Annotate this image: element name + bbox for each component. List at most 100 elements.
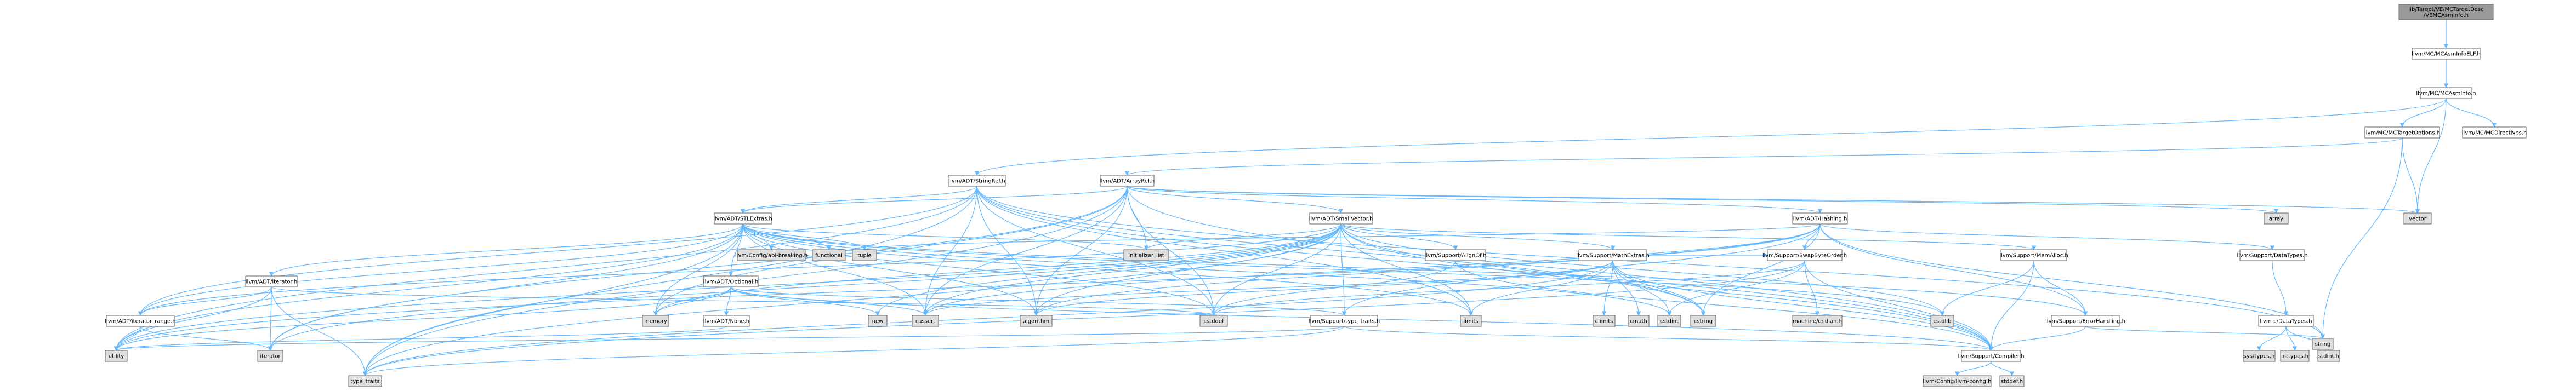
node-initializer_list: initializer_list <box>1123 249 1169 261</box>
edge-stringref-to-cstring <box>976 186 1706 316</box>
node-mcdirectives[interactable]: llvm/MC/MCDirectives.h <box>2462 127 2527 139</box>
edge-mathextras-to-limits <box>1468 260 1613 316</box>
edge-compiler-to-stddef_h <box>1991 361 2015 376</box>
node-machine_endian: machine/endian.h <box>1792 315 1843 327</box>
edge-hashing-to-tuple <box>862 223 1821 250</box>
node-label: limits <box>1463 319 1478 325</box>
node-stringref[interactable]: llvm/ADT/StringRef.h <box>948 175 1006 187</box>
node-mcasminfo[interactable]: llvm/MC/MCAsmInfo.h <box>2416 87 2476 99</box>
node-tuple: tuple <box>852 249 877 261</box>
node-cstddef: cstddef <box>1199 315 1228 327</box>
edge-errorhandling-to-string <box>2085 326 2325 339</box>
edge-mcasminfo-to-mcdirectives <box>2446 98 2497 128</box>
node-stddef_h: stddef.h <box>1999 375 2025 387</box>
node-label: llvm/Config/llvm-config.h <box>1923 379 1992 385</box>
node-label: cstdint <box>1660 319 1679 325</box>
node-label: vector <box>2409 216 2427 222</box>
node-label: cstdlib <box>1934 319 1952 325</box>
edge-mctargetoptions-to-vector <box>2402 137 2420 214</box>
edge-mathextras-to-cstdint <box>1612 260 1672 316</box>
edge-hashing-to-errorhandling <box>1819 223 2088 316</box>
edge-mathextras-to-climits <box>1601 260 1613 316</box>
edge-hashing-to-datatypes <box>1819 223 2274 250</box>
edge-arrayref-to-vector <box>1127 186 2420 214</box>
edge-iterator-to-type_traits <box>271 286 368 376</box>
node-datatypes[interactable]: llvm/Support/DataTypes.h <box>2237 249 2308 261</box>
node-type_traits: type_traits <box>348 375 382 387</box>
node-label: llvm-c/DataTypes.h <box>2260 319 2312 325</box>
edge-swapbyteorder-to-cstddef <box>1211 260 1805 316</box>
node-smallvector[interactable]: llvm/ADT/SmallVector.h <box>1309 212 1373 225</box>
edge-smallvector-to-algorithm <box>1033 223 1341 316</box>
node-label: llvm/ADT/SmallVector.h <box>1309 216 1373 222</box>
edge-iterator-to-cstddef <box>271 286 1216 316</box>
node-label: llvm/MC/MCAsmInfoELF.h <box>2412 51 2480 58</box>
edge-stlextras-to-cassert <box>742 223 928 316</box>
edge-optional-to-utility <box>113 286 731 351</box>
node-compiler[interactable]: llvm/Support/Compiler.h <box>1958 350 2025 362</box>
edge-smallvector-to-alignof <box>1340 223 1458 250</box>
edge-arrayref-to-array <box>1127 186 2278 214</box>
node-swapbyteorder[interactable]: llvm/Support/SwapByteOrder.h <box>1762 249 1847 261</box>
node-mcasminfoelf[interactable]: llvm/MC/MCAsmInfoELF.h <box>2412 48 2481 60</box>
edge-stlextras-to-iterator <box>269 223 743 277</box>
node-optional[interactable]: llvm/ADT/Optional.h <box>703 275 759 288</box>
node-label: llvm/Support/SwapByteOrder.h <box>1762 253 1847 259</box>
edge-smallvector-to-compiler <box>1340 223 1994 351</box>
edge-arrayref-to-iterator_std <box>268 186 1128 351</box>
edge-stringref-to-cstddef <box>976 186 1216 316</box>
node-label: sys/types.h <box>2244 354 2275 360</box>
edge-hashing-to-algorithm <box>1033 223 1821 316</box>
edge-stringref-to-compiler <box>976 186 1994 351</box>
node-label: llvm/ADT/iterator_range.h <box>105 319 175 325</box>
edge-swapbyteorder-to-compiler <box>1804 260 1994 351</box>
node-errorhandling[interactable]: llvm/Support/ErrorHandling.h <box>2045 315 2125 327</box>
node-stdint: stdint.h <box>2317 350 2340 362</box>
edge-arrayref-to-cassert <box>923 186 1128 316</box>
node-label: algorithm <box>1023 319 1049 325</box>
node-memalloc[interactable]: llvm/Support/MemAlloc.h <box>1999 249 2068 261</box>
node-iterator_range[interactable]: llvm/ADT/iterator_range.h <box>105 315 176 327</box>
node-climits: climits <box>1593 315 1616 327</box>
edge-arrayref-to-algorithm <box>1033 186 1128 316</box>
edge-alignof-to-cstddef <box>1211 260 1456 316</box>
node-iterator[interactable]: llvm/ADT/iterator.h <box>245 275 298 288</box>
node-typetraits[interactable]: llvm/Support/type_traits.h <box>1309 315 1380 327</box>
node-arrayref[interactable]: llvm/ADT/ArrayRef.h <box>1100 175 1155 187</box>
node-stlextras[interactable]: llvm/ADT/STLExtras.h <box>713 212 772 225</box>
node-label: llvm/ADT/Optional.h <box>703 279 758 285</box>
node-label: llvm/Support/MemAlloc.h <box>1999 253 2068 259</box>
edge-smallvector-to-cstdlib <box>1340 223 1945 316</box>
edge-stringref-to-limits <box>976 186 1474 316</box>
node-label: llvm/MC/MCAsmInfo.h <box>2416 91 2476 97</box>
edge-iterator-to-utility <box>113 286 272 351</box>
node-root[interactable]: lib/Target/VE/MCTargetDesc/VEMCAsmInfo.h <box>2398 4 2494 20</box>
node-cdatatypes[interactable]: llvm-c/DataTypes.h <box>2258 315 2314 327</box>
edge-arrayref-to-stlextras <box>741 186 1128 214</box>
node-none[interactable]: llvm/ADT/None.h <box>703 315 750 327</box>
node-label: machine/endian.h <box>1793 319 1842 325</box>
node-mctargetoptions[interactable]: llvm/MC/MCTargetOptions.h <box>2364 127 2440 139</box>
edge-smallvector-to-cassert <box>923 223 1341 316</box>
node-label: llvm/ADT/Hashing.h <box>1793 216 1847 222</box>
edge-memalloc-to-cstdlib <box>1940 260 2034 316</box>
node-label: llvm/Support/DataTypes.h <box>2237 253 2307 259</box>
edge-optional-to-memory <box>653 286 731 316</box>
node-label: functional <box>815 253 843 259</box>
edge-optional-to-cassert <box>730 286 928 316</box>
node-label: llvm/Support/ErrorHandling.h <box>2045 319 2125 325</box>
edge-smallvector-to-initializer_list <box>1144 223 1341 250</box>
node-mathextras[interactable]: llvm/Support/MathExtras.h <box>1576 249 1650 261</box>
edge-datatypes-to-cdatatypes <box>2272 260 2289 316</box>
node-label: llvm/Config/abi-breaking.h <box>735 253 808 259</box>
node-alignof[interactable]: llvm/Support/AlignOf.h <box>1425 249 1487 261</box>
edge-mcasminfo-to-mctargetoptions <box>2399 98 2447 128</box>
edges-layer <box>113 20 2497 376</box>
node-iterator_std: iterator <box>257 350 283 362</box>
edge-stlextras-to-cstdint <box>742 223 1672 316</box>
edge-stringref-to-iterator_range <box>138 186 977 316</box>
node-systypes: sys/types.h <box>2243 350 2276 362</box>
edge-mathextras-to-cmath <box>1612 260 1641 316</box>
node-hashing[interactable]: llvm/ADT/Hashing.h <box>1792 212 1848 225</box>
node-cstring: cstring <box>1690 315 1716 327</box>
